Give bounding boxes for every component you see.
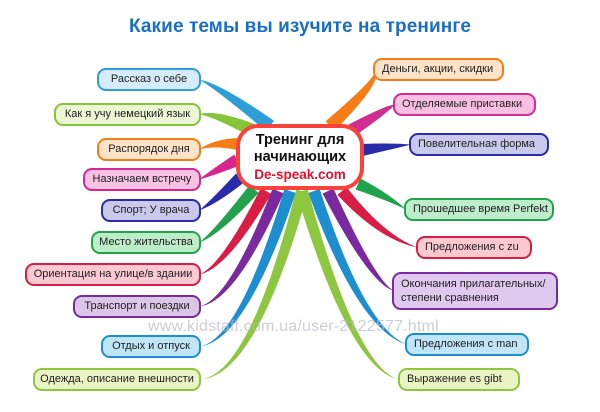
topic-node-label: Предложения с man [414, 338, 518, 350]
topic-node-left-4[interactable]: Назначаем встречу [83, 168, 201, 191]
topic-node-label: Одежда, описание внешности [40, 373, 194, 385]
branch-right-3 [361, 143, 411, 156]
topic-node-label: Деньги, акции, скидки [382, 63, 494, 75]
branch-right-5 [337, 187, 418, 248]
topic-node-left-8[interactable]: Транспорт и поездки [73, 295, 201, 318]
branch-left-3 [199, 138, 239, 150]
topic-node-right-6[interactable]: Окончания прилагательных/ степени сравне… [392, 272, 558, 310]
topic-node-label: Отделяемые приставки [402, 98, 523, 110]
branch-left-4 [199, 154, 240, 180]
branch-left-1 [199, 79, 274, 132]
topic-node-left-9[interactable]: Отдых и отпуск [101, 335, 201, 358]
topic-node-left-7[interactable]: Ориентация на улице/в здании [25, 263, 201, 286]
branch-right-1 [325, 69, 377, 131]
topic-node-left-5[interactable]: Спорт; У врача [101, 199, 201, 222]
topic-node-right-8[interactable]: Выражение es gibt [398, 368, 520, 391]
watermark-text: www.kidstaff.com.ua/user-2122577.html [148, 318, 439, 335]
topic-node-label: Транспорт и поездки [84, 300, 190, 312]
branch-right-7 [308, 189, 407, 345]
branch-right-6 [322, 188, 394, 291]
topic-node-right-7[interactable]: Предложения с man [405, 333, 529, 356]
branch-left-7 [199, 188, 272, 275]
topic-node-right-2[interactable]: Отделяемые приставки [393, 93, 536, 116]
branch-left-6 [199, 185, 259, 243]
topic-node-label: Окончания прилагательных/ степени сравне… [401, 278, 546, 304]
center-node[interactable]: Тренинг для начинающих De-speak.com [236, 124, 364, 190]
topic-node-label: Как я учу немецкий язык [64, 108, 191, 120]
topic-node-right-5[interactable]: Предложения с zu [416, 236, 532, 259]
topic-node-label: Повелительная форма [418, 138, 536, 150]
topic-node-right-4[interactable]: Прошедшее время Perfekt [404, 198, 554, 221]
topic-node-left-1[interactable]: Рассказ о себе [97, 68, 201, 91]
topic-node-label: Выражение es gibt [407, 373, 502, 385]
topic-node-label: Назначаем встречу [92, 173, 192, 185]
topic-node-label: Отдых и отпуск [112, 340, 190, 352]
page-title: Какие темы вы изучите на тренинге [128, 16, 472, 37]
branch-left-5 [199, 173, 245, 211]
center-node-brand: De-speak.com [254, 166, 346, 182]
branch-left-10 [199, 189, 308, 380]
topic-node-label: Место жительства [99, 236, 193, 248]
topic-node-right-1[interactable]: Деньги, акции, скидки [373, 58, 504, 81]
branch-right-8 [296, 189, 400, 380]
topic-node-left-10[interactable]: Одежда, описание внешности [33, 368, 201, 391]
branch-right-4 [355, 178, 406, 210]
topic-node-label: Спорт; У врача [112, 204, 190, 216]
topic-node-label: Прошедшее время Perfekt [413, 203, 548, 215]
topic-node-left-3[interactable]: Распорядок дня [97, 138, 201, 161]
topic-node-left-2[interactable]: Как я учу немецкий язык [54, 103, 201, 126]
topic-node-label: Ориентация на улице/в здании [33, 268, 193, 280]
topic-node-label: Распорядок дня [108, 143, 190, 155]
topic-node-right-3[interactable]: Повелительная форма [409, 133, 549, 156]
center-node-line1: Тренинг для [255, 131, 345, 148]
topic-node-left-6[interactable]: Место жительства [91, 231, 201, 254]
topic-node-label: Предложения с zu [425, 241, 519, 253]
branch-right-2 [348, 104, 395, 136]
branch-left-8 [199, 188, 284, 307]
topic-node-label: Рассказ о себе [110, 73, 188, 85]
branch-left-9 [199, 189, 296, 347]
center-node-line2: начинающих [253, 148, 347, 165]
